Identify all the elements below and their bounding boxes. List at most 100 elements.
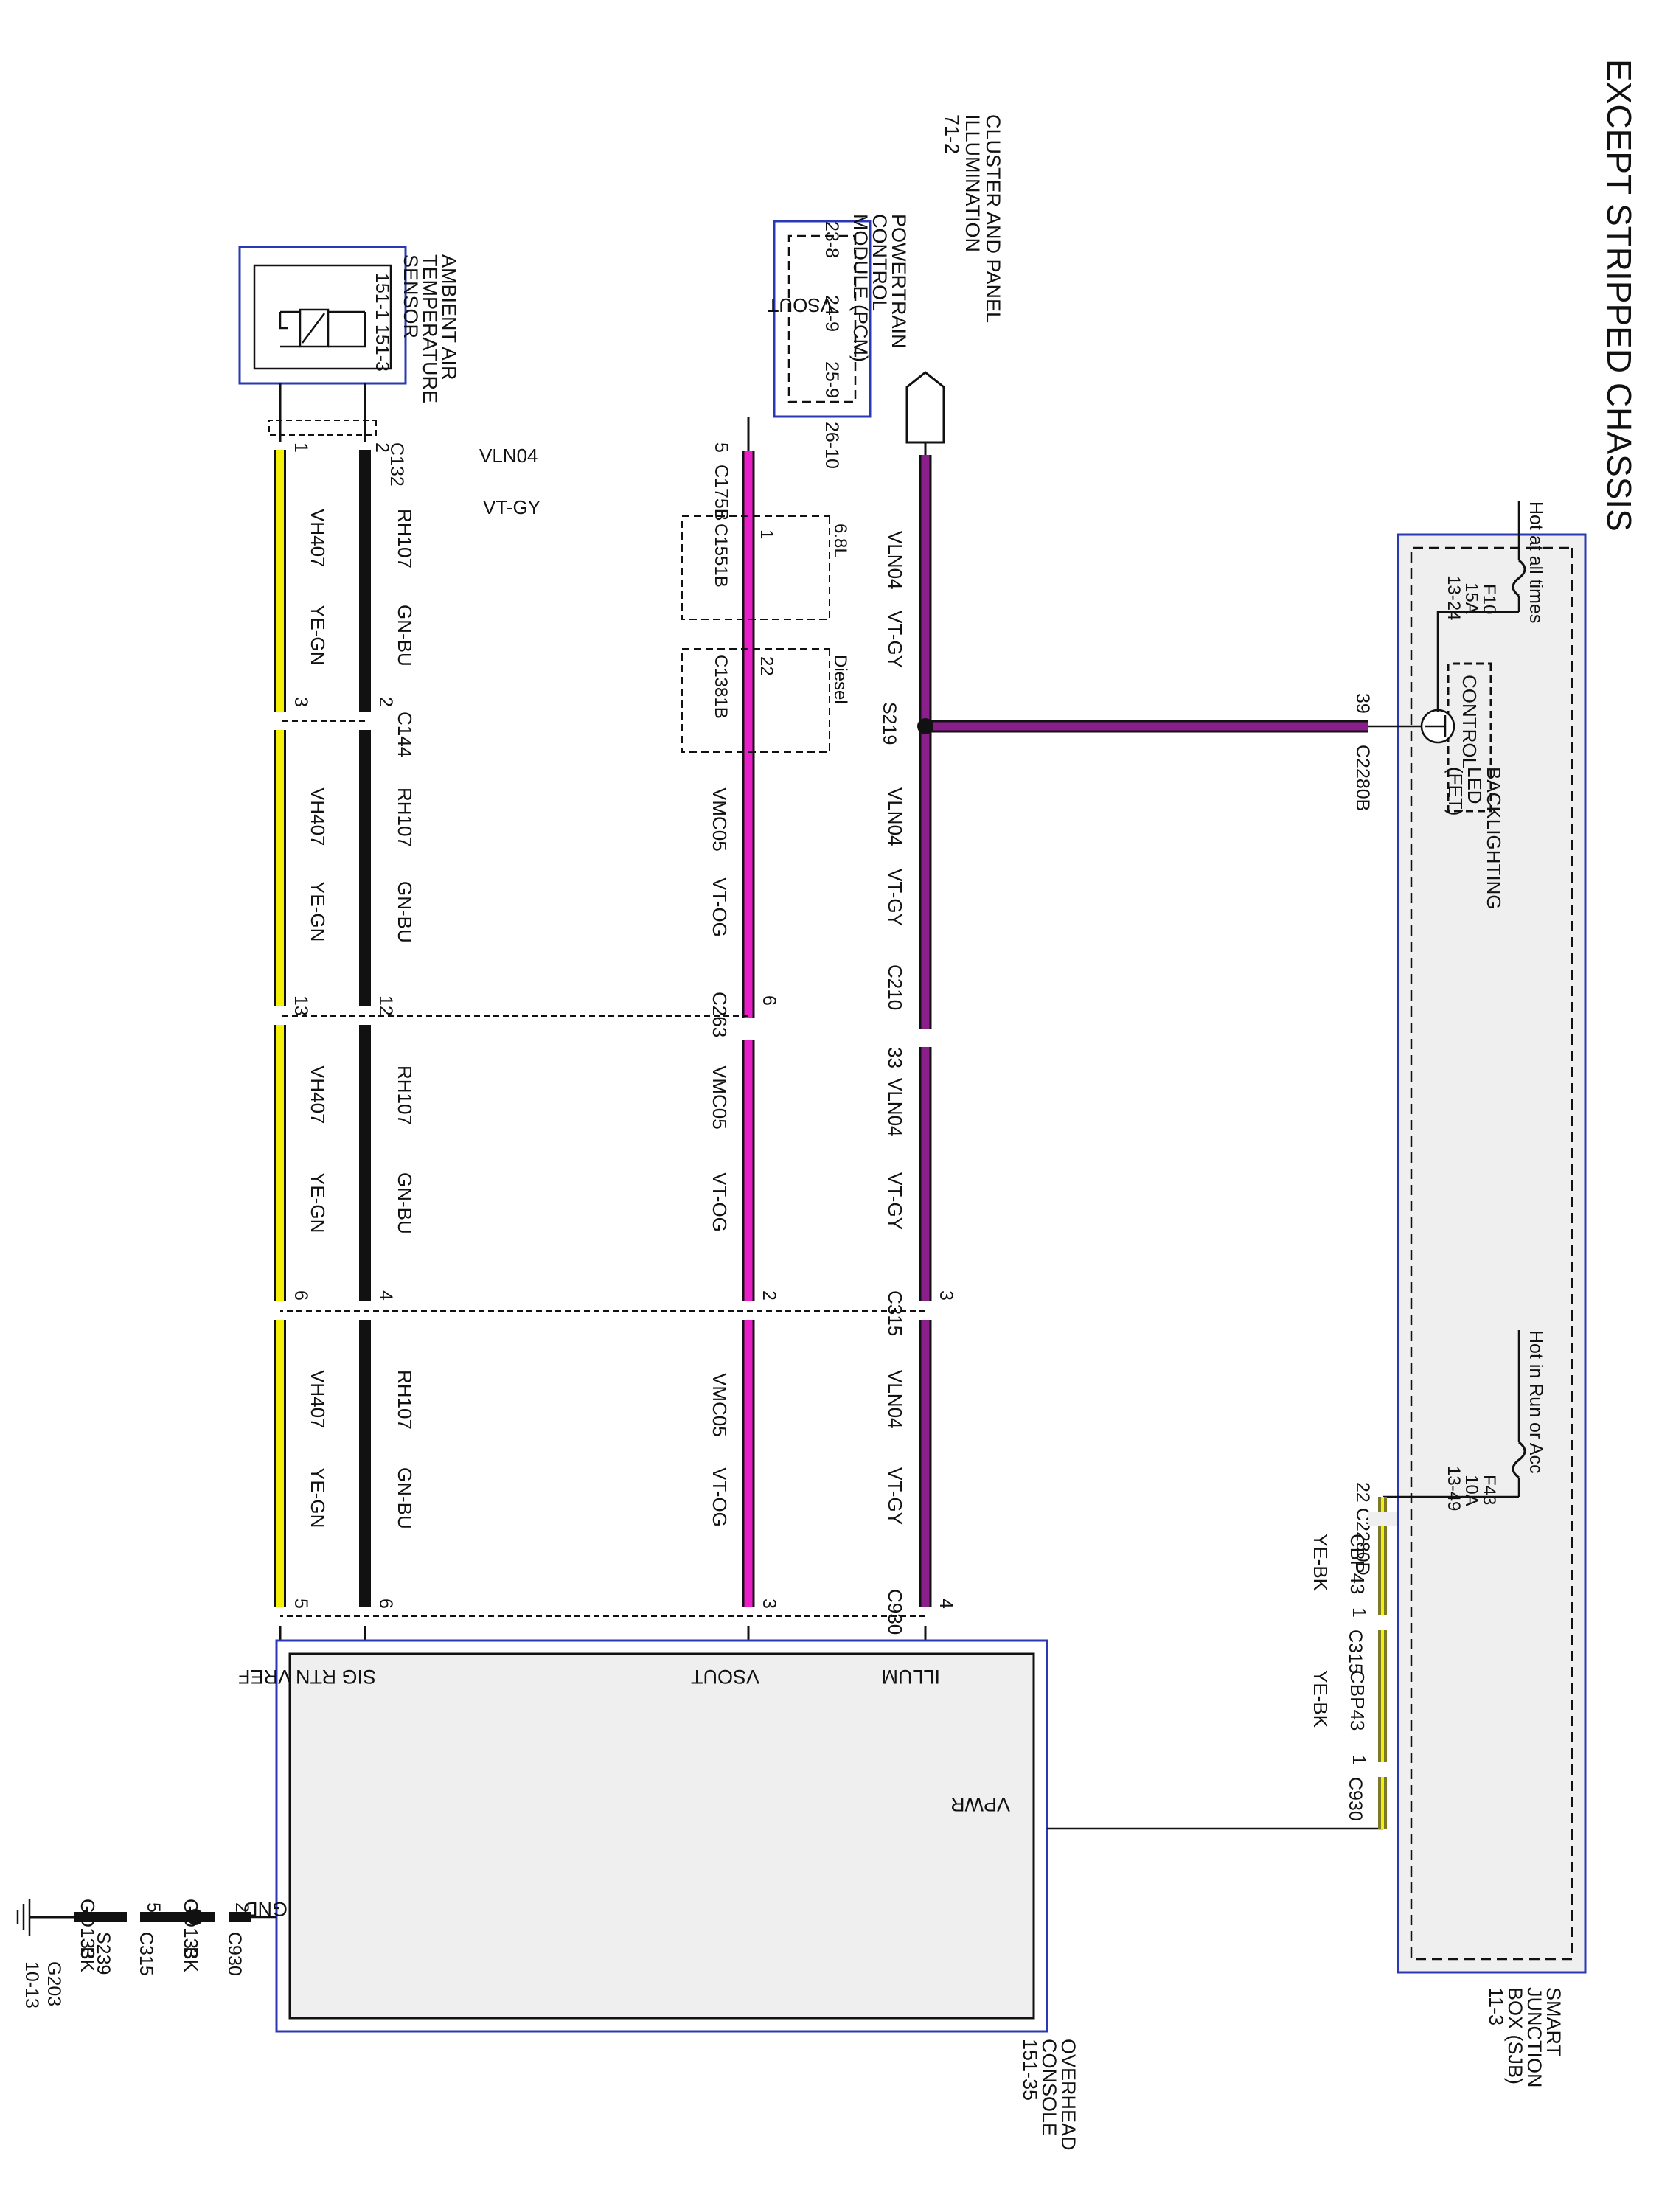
cluster-illumination-arrow bbox=[905, 371, 945, 444]
c315-pin-illum: 3 bbox=[936, 1290, 956, 1301]
wire-color-yegn-2: YE-GN bbox=[307, 881, 329, 942]
sjb-name-ref: 11-3 bbox=[1485, 1987, 1507, 2025]
wire-color-yegn-3: YE-GN bbox=[307, 1172, 329, 1233]
ground-ref: 10-13 bbox=[21, 1961, 42, 2008]
aat-pin-1: 1 bbox=[291, 442, 311, 453]
wire-color-gnbu-4: GN-BU bbox=[394, 1467, 416, 1529]
smart-junction-box: CONTROL F10 15A 13-24 BACKLIGHTING LED (… bbox=[1368, 501, 1587, 2088]
console-pin-illum: ILLUM bbox=[881, 1666, 940, 1688]
gnd-c315-pin: 5 bbox=[143, 1902, 164, 1913]
fuse-f10-icon bbox=[1512, 559, 1526, 597]
pcm-ref-1: 23-8 bbox=[821, 221, 842, 258]
wire-color-vtgy-2: VT-GY bbox=[884, 869, 906, 926]
pcm-name-2: CONTROL bbox=[869, 214, 891, 311]
vpwr-c315-pin: 1 bbox=[1349, 1607, 1369, 1618]
connector-c132-box bbox=[268, 420, 377, 436]
wire-color-gnbu-3: GN-BU bbox=[394, 1172, 416, 1234]
fuse-f10-label: F10 bbox=[1479, 584, 1499, 614]
console-name-ref: 151-35 bbox=[1019, 2039, 1041, 2101]
sjb-name-3: BOX (SJB) bbox=[1504, 1987, 1526, 2084]
vpwr-color-2: YE-BK bbox=[1310, 1670, 1332, 1728]
wire-label-vh407-4: VH407 bbox=[307, 1370, 329, 1429]
led-label-2: LED bbox=[1464, 767, 1486, 804]
variant-box-diesel bbox=[681, 648, 830, 753]
ambient-air-temp-sensor bbox=[238, 246, 407, 385]
aat-ref-2: 151-3 bbox=[372, 324, 392, 372]
wire-label-vln04-1: VLN04 bbox=[884, 531, 906, 590]
vpwr-color-1: YE-BK bbox=[1310, 1534, 1332, 1592]
sjb-connector-c2280b: C2280B bbox=[1352, 745, 1373, 811]
c144-pin-vref: 3 bbox=[291, 697, 311, 707]
wire-label-rh107-1: RH107 bbox=[394, 509, 416, 568]
aat-name-3: SENSOR bbox=[400, 254, 422, 338]
sjb-pin-22: 22 bbox=[1352, 1482, 1373, 1503]
wire-color-vtgy-4: VT-GY bbox=[884, 1467, 906, 1525]
wire-label-vln04-4: VLN04 bbox=[884, 1370, 906, 1429]
vpwr-c930: C930 bbox=[1345, 1777, 1366, 1821]
wire-label-vmc05-3: VMC05 bbox=[709, 1373, 731, 1437]
gnd-c315: C315 bbox=[136, 1932, 156, 1976]
splice-s239 bbox=[187, 1909, 204, 1925]
backlighting-led-icon bbox=[1420, 708, 1455, 744]
wire-label-vln04-2: VLN04 bbox=[884, 787, 906, 846]
wire-color-vtgy-3: VT-GY bbox=[884, 1172, 906, 1230]
c263-pin-vsout: 6 bbox=[759, 995, 779, 1006]
sjb-name-2: JUNCTION bbox=[1523, 1987, 1545, 2088]
connector-c210-pin: 33 bbox=[884, 1047, 906, 1068]
wire-label-vln04-horizontal: VLN04 bbox=[479, 445, 538, 467]
pcm-ref-4: 26-10 bbox=[821, 422, 842, 469]
variant-box-6-8l bbox=[681, 515, 830, 620]
wire-color-vtog-2: VT-OG bbox=[709, 1172, 731, 1232]
c930-pin-illum: 4 bbox=[936, 1599, 956, 1609]
c315-pin-sig: 4 bbox=[375, 1290, 396, 1301]
pcm-pin-vsout: VSOUT bbox=[767, 294, 833, 316]
wire-color-vtog-1: VT-OG bbox=[709, 877, 731, 937]
fuse-f43-ref: 13-49 bbox=[1444, 1466, 1464, 1511]
wire-color-yegn-4: YE-GN bbox=[307, 1467, 329, 1528]
wire-label-vh407-3: VH407 bbox=[307, 1065, 329, 1124]
overhead-console bbox=[275, 1639, 1048, 2033]
wire-label-vmc05-1: VMC05 bbox=[709, 787, 731, 852]
console-name-2: CONSOLE bbox=[1038, 2039, 1060, 2136]
variant-diesel-engine: Diesel bbox=[830, 655, 850, 704]
connector-c315: C315 bbox=[884, 1290, 906, 1336]
c263-pin-sig: 12 bbox=[375, 995, 396, 1016]
wire-color-yegn-1: YE-GN bbox=[307, 605, 329, 665]
gnd-circuit-2: GD133 bbox=[77, 1899, 99, 1959]
wire-color-vtgy-1: VT-GY bbox=[884, 611, 906, 668]
led-label-1: BACKLIGHTING bbox=[1483, 767, 1505, 910]
connector-c144: C144 bbox=[394, 712, 416, 757]
wire-label-vln04-3: VLN04 bbox=[884, 1078, 906, 1137]
variant-6-8l-pin: 1 bbox=[757, 529, 776, 539]
wire-label-vh407-2: VH407 bbox=[307, 787, 329, 846]
console-pin-vpwr: VPWR bbox=[950, 1793, 1010, 1815]
vpwr-c315: C315 bbox=[1345, 1630, 1366, 1674]
aat-ref-1: 151-1 bbox=[372, 273, 392, 320]
wire-color-vtog-3: VT-OG bbox=[709, 1467, 731, 1527]
variant-diesel-connector: C1381B bbox=[711, 655, 731, 719]
cluster-name-1: CLUSTER AND PANEL bbox=[982, 114, 1004, 323]
wire-label-rh107-3: RH107 bbox=[394, 1065, 416, 1125]
variant-6-8l-connector: C1551B bbox=[711, 524, 731, 588]
aat-pin-2: 2 bbox=[372, 442, 392, 453]
pcm-name-1: POWERTRAIN bbox=[888, 214, 910, 349]
c315-pin-vref: 6 bbox=[291, 1290, 311, 1301]
connector-c132: C132 bbox=[386, 442, 407, 487]
c263-pin-vref: 13 bbox=[291, 995, 311, 1016]
vpwr-c930-pin: 1 bbox=[1349, 1755, 1369, 1765]
control-label: CONTROL bbox=[1458, 675, 1481, 768]
splice-s219 bbox=[917, 718, 933, 734]
variant-diesel-pin: 22 bbox=[757, 656, 776, 676]
aat-name-2: TEMPERATURE bbox=[419, 254, 441, 403]
hot-in-run-or-acc: Hot in Run or Acc bbox=[1526, 1330, 1546, 1474]
connector-c930: C930 bbox=[884, 1589, 906, 1635]
variant-6-8l-engine: 6.8L bbox=[830, 524, 850, 558]
sjb-pin-39: 39 bbox=[1352, 693, 1373, 714]
wire-color-gnbu-2: GN-BU bbox=[394, 881, 416, 943]
fuse-f10-rating: 15A bbox=[1461, 582, 1481, 614]
pcm-pin-5: 5 bbox=[711, 442, 731, 453]
gnd-color-1: BK bbox=[180, 1947, 202, 1972]
c930-pin-sig: 6 bbox=[375, 1599, 396, 1609]
ground-g203: G203 bbox=[44, 1961, 64, 2006]
